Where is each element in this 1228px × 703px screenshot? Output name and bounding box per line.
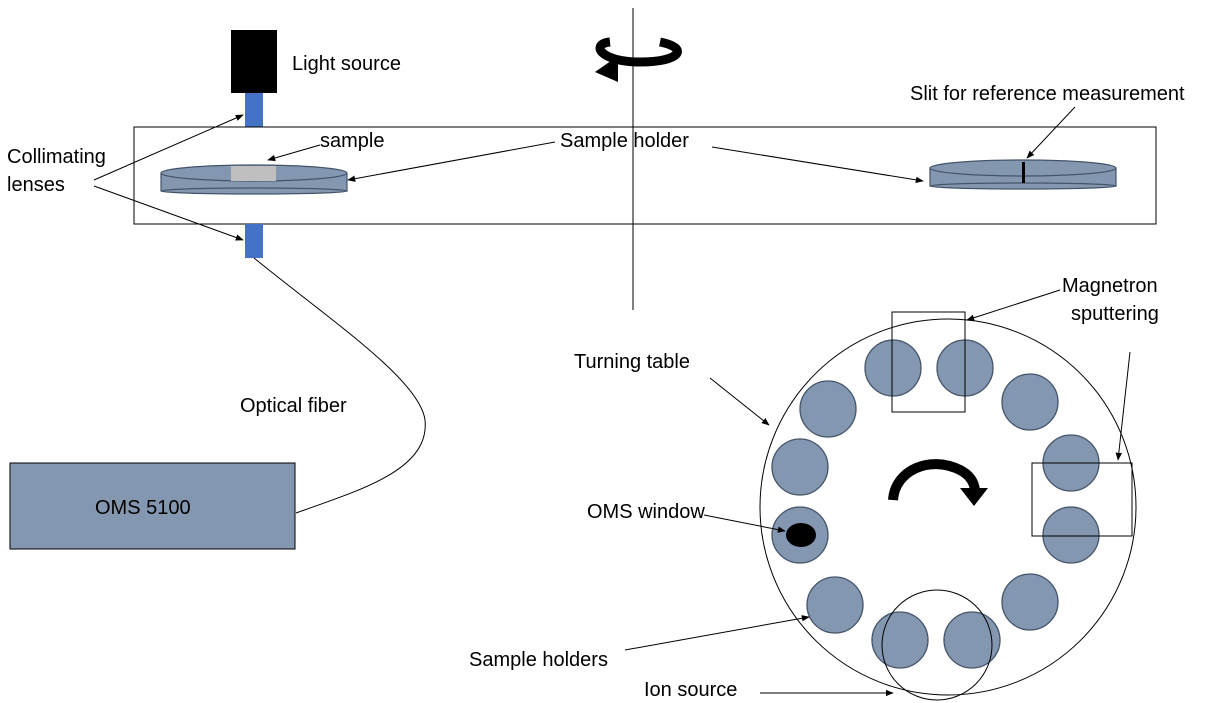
sample-holder (771, 438, 829, 496)
slit-label: Slit for reference measurement (910, 83, 1185, 105)
light-source-label: Light source (292, 53, 401, 75)
oms-window (786, 523, 816, 547)
sample-holder (864, 339, 922, 397)
collimating-lens-bottom (245, 224, 263, 258)
turning-table-label: Turning table (574, 351, 690, 373)
oms-window-label: OMS window (587, 501, 705, 523)
oms-label: OMS 5100 (95, 497, 191, 519)
collimating-lens-top (245, 93, 263, 127)
sample-holder (943, 611, 1001, 669)
reference-disk-right (929, 159, 1117, 190)
sample-holder (1042, 506, 1100, 564)
turning-table (759, 318, 1137, 696)
clockwise-rotation-arrow-icon (888, 459, 988, 506)
counterclockwise-rotation-arrow-icon (595, 37, 682, 82)
magnetron-label-2: sputtering (1071, 303, 1159, 325)
light-source (231, 30, 277, 93)
sample-holder (1001, 373, 1059, 431)
ion-source-label: Ion source (644, 679, 737, 701)
optical-fiber (253, 257, 426, 514)
sample-holder-frame (133, 126, 1157, 225)
sample-holder (799, 380, 857, 438)
magnetron-label-1: Magnetron (1062, 275, 1158, 297)
sample-label: sample (320, 130, 384, 152)
sample-holder-label: Sample holder (560, 130, 689, 152)
magnetron-right (1031, 462, 1133, 537)
sample-holder (1001, 573, 1059, 631)
sample-holders-label: Sample holders (469, 649, 608, 671)
sample-holder (871, 611, 929, 669)
collimating-lenses-label-1: Collimating (7, 146, 106, 168)
magnetron-top (891, 311, 966, 413)
oms-5100-box (9, 462, 296, 550)
sample (231, 166, 276, 181)
sample-holder (806, 576, 864, 634)
ion-source (881, 589, 993, 701)
sample-disk-left (160, 164, 348, 195)
reference-slit (1022, 162, 1025, 183)
optical-fiber-label: Optical fiber (240, 395, 347, 417)
sample-holders-group (771, 339, 1100, 669)
collimating-lenses-label-2: lenses (7, 174, 65, 196)
